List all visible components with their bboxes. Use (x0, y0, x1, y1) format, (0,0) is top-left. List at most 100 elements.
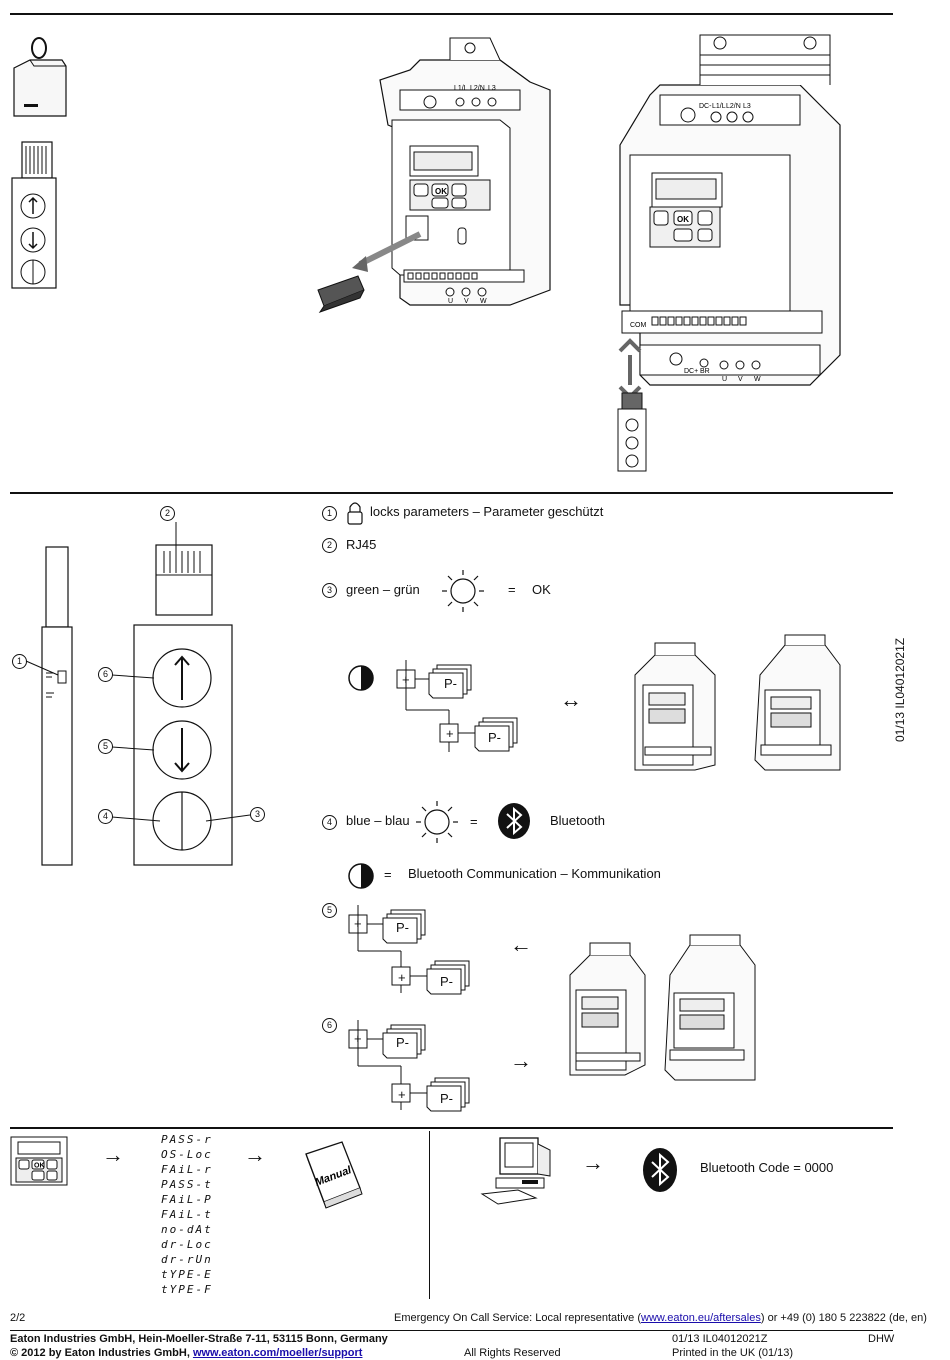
legend-3-eq: = (508, 582, 516, 597)
legend-4-result: Bluetooth (550, 813, 605, 828)
copyright-link[interactable]: www.eaton.com/moeller/support (192, 1347, 363, 1359)
legend-1-text: locks parameters – Parameter geschützt (370, 504, 604, 519)
callout-3: 3 (250, 807, 265, 822)
computer-icon (480, 1137, 551, 1205)
emergency-prefix: Emergency On Call Service: Local represe… (394, 1312, 641, 1324)
large-drive-term-bottom-2: BR (700, 368, 710, 375)
callout-2: 2 (160, 506, 175, 521)
vertical-divider (429, 1131, 430, 1299)
page-number: 2/2 (10, 1312, 26, 1324)
transfer-plus-1: + (402, 672, 410, 687)
callout-6: 6 (98, 667, 113, 682)
large-drive-illustration: DC- L1/L L2/N L3 OK COM DC+ BR U V W (617, 34, 841, 472)
drive-pair-2-illustration (569, 934, 756, 1081)
led-blue-icon (416, 801, 458, 843)
diagram-6 (348, 1020, 470, 1112)
diagram-6-plus-1: + (354, 1031, 362, 1046)
large-drive-com: COM (630, 322, 647, 329)
copyright-prefix: © 2012 by Eaton Industries GmbH, (10, 1347, 193, 1359)
bt-comm-eq: = (384, 867, 392, 882)
bt-comm-text: Bluetooth Communication – Kommunikation (408, 866, 661, 881)
transfer-param-1: P- (444, 676, 457, 691)
large-drive-term-top-2: L1/L (712, 103, 726, 110)
legend-4-text: blue – blau (346, 813, 410, 828)
rights: All Rights Reserved (464, 1347, 561, 1359)
error-code-9: dr-rUn (161, 1253, 213, 1266)
small-drive-term-bottom-3: W (480, 298, 487, 305)
footer-rule (10, 1330, 893, 1331)
emergency-line: Emergency On Call Service: Local represe… (394, 1312, 927, 1324)
legend-3-text: green – grün (346, 582, 420, 597)
bluetooth-icon-2 (643, 1148, 677, 1192)
callout-4: 4 (98, 809, 113, 824)
diagram-5-num: 5 (322, 903, 337, 918)
legend-3-result: OK (532, 582, 551, 597)
led-green-icon (442, 570, 484, 612)
large-drive-term-bottom-5: W (754, 376, 761, 383)
error-code-6: FAiL-t (161, 1208, 213, 1221)
small-drive-term-bottom-2: V (464, 298, 469, 305)
diagram-5-plus-2: + (398, 970, 406, 985)
error-code-5: FAiL-P (161, 1193, 213, 1206)
legend-1-num: 1 (322, 506, 337, 521)
emergency-link[interactable]: www.eaton.eu/aftersales (641, 1312, 761, 1324)
bluetooth-code: Bluetooth Code = 0000 (700, 1160, 834, 1175)
doc-code: 01/13 IL04012021Z (672, 1333, 768, 1345)
error-code-10: tYPE-E (161, 1268, 213, 1281)
diagram-5-param-1: P- (396, 920, 409, 935)
section-rule (10, 492, 893, 494)
small-drive-ok: OK (435, 187, 447, 196)
callout-1: 1 (12, 654, 27, 669)
small-drive-term-top-1: L1/L (454, 85, 468, 92)
arrow-right-icon-3: → (582, 1150, 604, 1175)
diagram-5-plus-1: + (354, 916, 362, 931)
printed-line: Printed in the UK (01/13) (672, 1347, 794, 1359)
error-code-7: no-dAt (161, 1223, 213, 1236)
small-drive-term-bottom-1: U (448, 298, 453, 305)
side-code-wrap: 01/13 IL04012021Z (890, 637, 910, 745)
bidirectional-arrow-icon: ↔ (560, 687, 582, 712)
error-code-11: tYPE-F (161, 1283, 213, 1296)
legend-4-num: 4 (322, 815, 337, 830)
error-code-1: PASS-r (161, 1133, 213, 1146)
diagram-5 (348, 905, 470, 995)
dhw: DHW (868, 1333, 895, 1345)
transfer-param-2: P- (488, 730, 501, 745)
arrow-right-icon: → (510, 1048, 532, 1073)
callout-5: 5 (98, 739, 113, 754)
error-code-2: OS-Loc (161, 1148, 213, 1161)
legend-3-num: 3 (322, 583, 337, 598)
stick-detail-diagram (25, 522, 251, 866)
transfer-diagram (348, 660, 518, 752)
diagram-5-param-2: P- (440, 974, 453, 989)
company-address: Eaton Industries GmbH, Hein-Moeller-Stra… (10, 1333, 388, 1345)
small-drive-term-top-2: L2/N (470, 85, 485, 92)
diagram-6-param-2: P- (440, 1091, 453, 1106)
large-drive-term-bottom-4: V (738, 376, 743, 383)
transfer-plus-2: + (446, 726, 454, 741)
error-code-8: dr-Loc (161, 1238, 213, 1251)
keypad-ok: OK (34, 1163, 45, 1170)
diagram-6-num: 6 (322, 1018, 337, 1033)
arrow-right-icon-1: → (102, 1142, 124, 1167)
half-circle-icon (348, 863, 374, 889)
keyring-stick-illustration (11, 37, 67, 289)
large-drive-term-top-1: DC- (699, 103, 712, 110)
small-drive-term-top-3: L3 (488, 85, 496, 92)
arrow-right-icon-2: → (244, 1142, 266, 1167)
large-drive-term-bottom-3: U (722, 376, 727, 383)
large-drive-ok: OK (677, 215, 689, 224)
large-drive-term-top-3: L2/N (726, 103, 741, 110)
diagram-6-plus-2: + (398, 1087, 406, 1102)
bluetooth-icon (498, 803, 530, 839)
legend-4-eq: = (470, 814, 478, 829)
arrow-left-icon: ← (510, 932, 532, 957)
legend-2-num: 2 (322, 538, 337, 553)
diagram-6-param-1: P- (396, 1035, 409, 1050)
large-drive-term-bottom-1: DC+ (684, 368, 698, 375)
legend-2-text: RJ45 (346, 537, 377, 552)
side-code: 01/13 IL04012021Z (893, 637, 907, 742)
large-drive-term-top-4: L3 (743, 103, 751, 110)
lock-icon (347, 502, 363, 525)
small-drive-illustration: L1/L L2/N L3 OK U V W (317, 37, 551, 313)
